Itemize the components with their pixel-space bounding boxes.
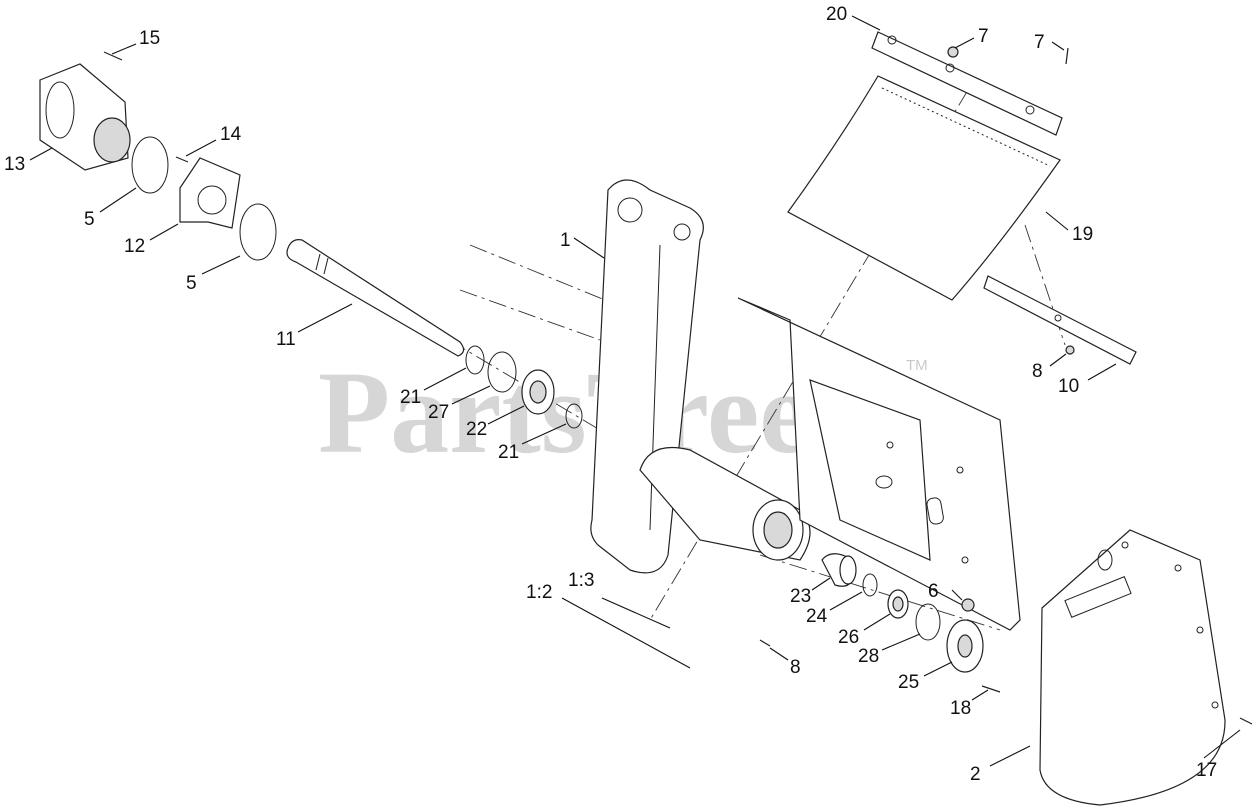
callout-15[interactable]: 15 [139, 28, 160, 49]
part-20-clamp-bar[interactable] [871, 31, 1063, 136]
part-25-bearing-cap[interactable] [946, 619, 984, 673]
callout-2[interactable]: 2 [970, 764, 981, 785]
callout-14[interactable]: 14 [220, 124, 242, 145]
part-21-snap-ring-upper[interactable] [465, 345, 485, 375]
part-5-o-ring-upper[interactable] [131, 136, 169, 194]
ref-line-1-3 [601, 597, 671, 629]
callout-5-lower[interactable]: 5 [186, 273, 197, 294]
back-plate-assembly[interactable] [737, 297, 1021, 631]
part-28-o-ring[interactable] [915, 603, 941, 641]
part-6-plug[interactable] [961, 598, 975, 612]
callout-8-lower[interactable]: 8 [790, 657, 801, 678]
callout-13[interactable]: 13 [4, 154, 25, 175]
callout-10[interactable]: 10 [1058, 376, 1079, 397]
part-5-o-ring-lower[interactable] [239, 203, 277, 261]
part-7-bolt-left[interactable] [947, 46, 959, 58]
callout-1-2[interactable]: 1:2 [526, 582, 552, 603]
callout-22[interactable]: 22 [466, 419, 487, 440]
callout-7-right[interactable]: 7 [1034, 32, 1045, 53]
callout-24[interactable]: 24 [806, 606, 828, 627]
part-2-side-cover[interactable] [1039, 529, 1226, 806]
callout-11[interactable]: 11 [276, 329, 296, 350]
part-8-screw-lower[interactable] [759, 639, 771, 647]
part-22-bearing[interactable] [521, 369, 555, 415]
callout-labels: 15 13 14 5 12 5 11 21 27 22 21 1 20 7 7 … [4, 4, 1217, 785]
callout-28[interactable]: 28 [858, 646, 879, 667]
callout-18[interactable]: 18 [950, 698, 971, 719]
part-8-washer-right[interactable] [1065, 345, 1075, 355]
part-11-shaft[interactable] [286, 239, 465, 357]
callout-leaders [29, 15, 1241, 767]
callout-1[interactable]: 1 [560, 230, 571, 251]
watermark-text: PartsTree [318, 347, 812, 478]
part-10-lower-bar[interactable] [983, 275, 1137, 365]
part-27-retaining-ring[interactable] [487, 351, 517, 393]
callout-12[interactable]: 12 [124, 236, 145, 257]
part-21-snap-ring-lower[interactable] [565, 403, 583, 429]
part-15-bolt[interactable] [103, 51, 123, 61]
ref-line-1-2 [561, 597, 691, 669]
part-24-ring[interactable] [862, 573, 878, 597]
callout-26[interactable]: 26 [838, 627, 859, 648]
watermark-trademark: TM [906, 357, 928, 374]
callout-6[interactable]: 6 [928, 581, 939, 602]
callout-5-upper[interactable]: 5 [84, 209, 95, 230]
spindle-tube[interactable] [639, 446, 811, 561]
part-17-bolt[interactable] [1239, 717, 1253, 725]
callout-8-upper[interactable]: 8 [1032, 361, 1043, 382]
part-19-flap[interactable] [787, 75, 1061, 301]
part-23-bushing[interactable] [821, 553, 857, 587]
callout-20[interactable]: 20 [826, 4, 847, 25]
callout-23[interactable]: 23 [790, 586, 811, 607]
part-7-bolt-right[interactable] [1065, 47, 1069, 65]
callout-7-left[interactable]: 7 [978, 26, 989, 47]
callout-19[interactable]: 19 [1072, 224, 1093, 245]
part-14-bolt[interactable] [175, 156, 189, 163]
part-18-screw[interactable] [981, 685, 1001, 693]
callout-21-lower[interactable]: 21 [498, 442, 519, 463]
part-13-hydraulic-motor[interactable] [39, 63, 131, 171]
part-26-seal[interactable] [887, 589, 909, 619]
callout-21-upper[interactable]: 21 [400, 387, 421, 408]
part-12-adapter-flange[interactable] [179, 157, 241, 229]
callout-17[interactable]: 17 [1196, 760, 1217, 781]
callout-27[interactable]: 27 [428, 402, 449, 423]
callout-25[interactable]: 25 [898, 672, 919, 693]
callout-1-3[interactable]: 1:3 [568, 570, 594, 591]
